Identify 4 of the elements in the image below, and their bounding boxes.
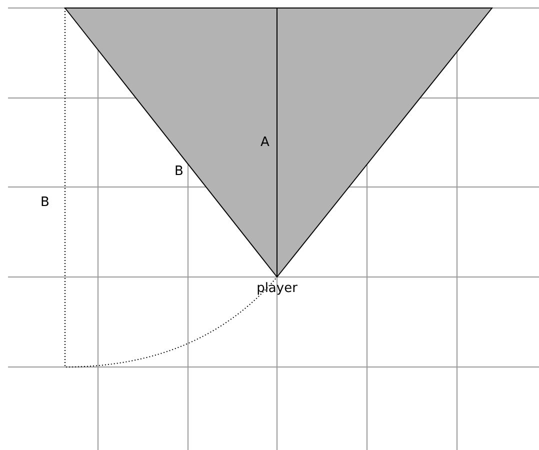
side-label: B [174, 165, 184, 179]
point-label: player [256, 282, 298, 296]
side-label: B [40, 196, 50, 210]
side-label: A [260, 136, 270, 150]
